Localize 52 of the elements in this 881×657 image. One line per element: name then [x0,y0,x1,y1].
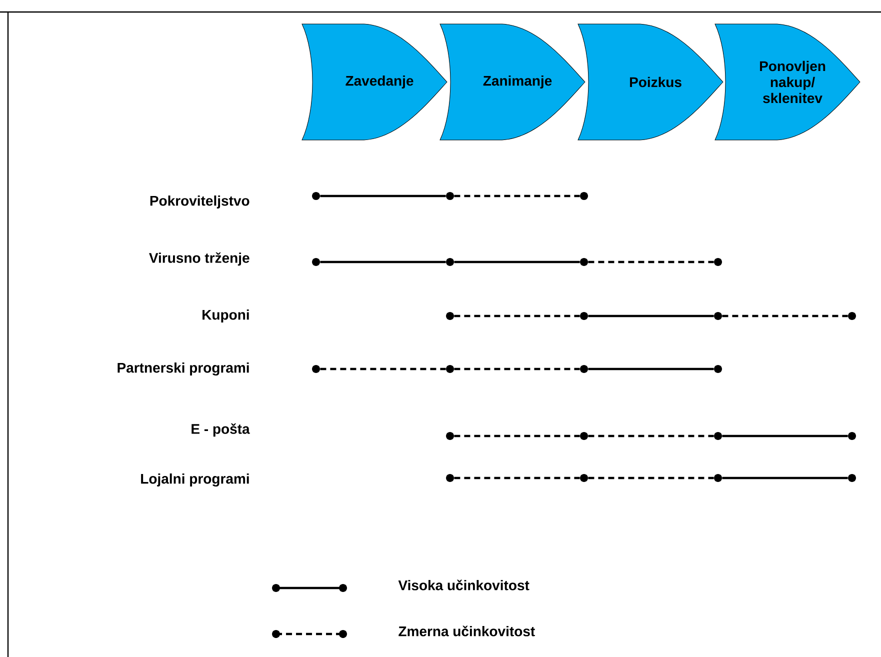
chevron-box: Poizkus [578,24,724,140]
chevron-box: Ponovljen nakup/ sklenitev [714,24,860,140]
connector-line [722,314,848,318]
connector-line [454,314,580,318]
dot [446,258,454,266]
connector-line [454,476,580,480]
legend-text: Visoka učinkovitost [398,580,530,590]
connector-line [588,434,714,438]
connector-line [588,476,714,480]
connector-line [320,194,446,198]
dot [580,474,588,482]
connector-line [722,476,848,480]
connector-line [320,368,446,370]
dot [446,192,454,200]
dot [714,312,722,320]
dot [714,474,722,482]
row-label: Pokroviteljstvo [150,195,250,209]
dot [312,258,320,266]
dot [312,192,320,200]
chevron-box: Zavedanje [302,24,448,140]
legend-text: Zmerna učinkovitost [398,626,535,636]
connector-line [454,194,580,198]
connector-line [588,368,714,370]
dot [580,258,588,266]
dot [580,192,588,200]
dot [580,432,588,440]
dot [446,312,454,320]
connector-line [320,260,446,264]
dot [848,432,856,440]
dot [714,258,722,266]
connector-line [722,434,848,438]
dot [848,474,856,482]
dot [714,432,722,440]
row-label: Virusno trženje [149,252,250,266]
connector-line [454,368,580,370]
row-label: Kuponi [202,309,249,323]
connector-line [588,260,714,264]
dot [446,474,454,482]
row-label: Partnerski programi [118,362,249,376]
dot [580,365,588,373]
dot [714,365,722,373]
connector-line [454,434,580,438]
dot [312,365,320,373]
connector-line [588,314,714,318]
row-label: Lojalni programi [141,473,249,487]
dot [580,312,588,320]
row-label: E - pošta [192,423,250,437]
chevron-box: Zanimanje [440,24,586,140]
dot [848,312,856,320]
connector-line [454,260,580,264]
dot [446,365,454,373]
dot [446,432,454,440]
